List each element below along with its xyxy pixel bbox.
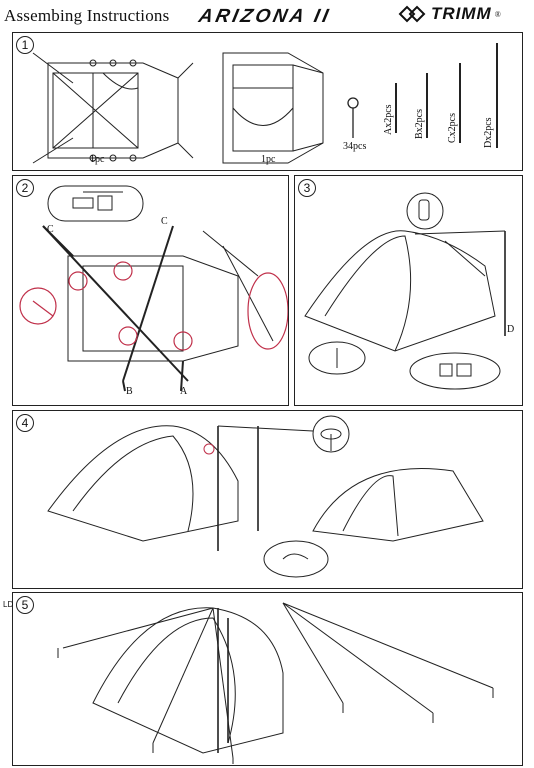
pole-label-b: B (126, 386, 133, 397)
step-1-illustration (32, 43, 498, 164)
buckle-icon (47, 185, 144, 222)
step-1-number: 1 (16, 36, 34, 54)
step-2-illustration (19, 185, 288, 392)
ring-pin-icon (308, 341, 366, 375)
brand-registered-mark: ® (494, 9, 501, 19)
step-1-panel: 1 1pc 1pc 34pcs Ax2pcs Bx2pcs Cx2pcs Dx2… (12, 32, 523, 171)
step-3-panel: 3 D (294, 175, 523, 406)
step-2-panel: 2 C C B A (12, 175, 289, 406)
hook-icon (263, 540, 329, 578)
step-4-panel: 4 (12, 410, 523, 589)
step-3-number: 3 (298, 179, 316, 197)
inner-tent-topview (32, 52, 194, 164)
pole-label-a: A (180, 386, 188, 397)
buckle-icon (409, 352, 501, 390)
step-3-illustration (304, 192, 506, 390)
pole-label-c-right: C (161, 216, 168, 227)
pole-label-d: D (507, 324, 515, 335)
brand-name: TRIMM (431, 4, 492, 23)
step-5-panel: 5 (12, 592, 523, 766)
step-5-illustration (57, 602, 494, 764)
flysheet-topview (222, 52, 324, 164)
pole-b-quantity: Bx2pcs (414, 109, 425, 139)
red-highlights (19, 261, 288, 351)
pegs-quantity: 34pcs (343, 141, 367, 152)
brand-logo-icon (398, 5, 426, 23)
peg-icon (57, 648, 494, 764)
ring-pin-icon (312, 415, 350, 453)
peg-icon (347, 97, 359, 138)
pole-end-icon (406, 192, 444, 230)
inner-tent-quantity: 1pc (90, 154, 105, 165)
poles (395, 43, 498, 148)
brand-logo: TRIMM® (398, 3, 501, 25)
document-title: Assembing Instructions (4, 6, 170, 25)
step-4-illustration (47, 415, 484, 578)
pole-label-c-left: C (47, 224, 54, 235)
pole-c-quantity: Cx2pcs (447, 113, 458, 143)
product-name: ARIZONA II (196, 6, 334, 27)
step-5-corner-mark: LD (3, 600, 14, 609)
flysheet-quantity: 1pc (261, 154, 276, 165)
step-2-number: 2 (16, 179, 34, 197)
step-5-number: 5 (16, 596, 34, 614)
pole-a-quantity: Ax2pcs (383, 104, 394, 135)
pole-d-quantity: Dx2pcs (483, 117, 494, 148)
step-4-number: 4 (16, 414, 34, 432)
